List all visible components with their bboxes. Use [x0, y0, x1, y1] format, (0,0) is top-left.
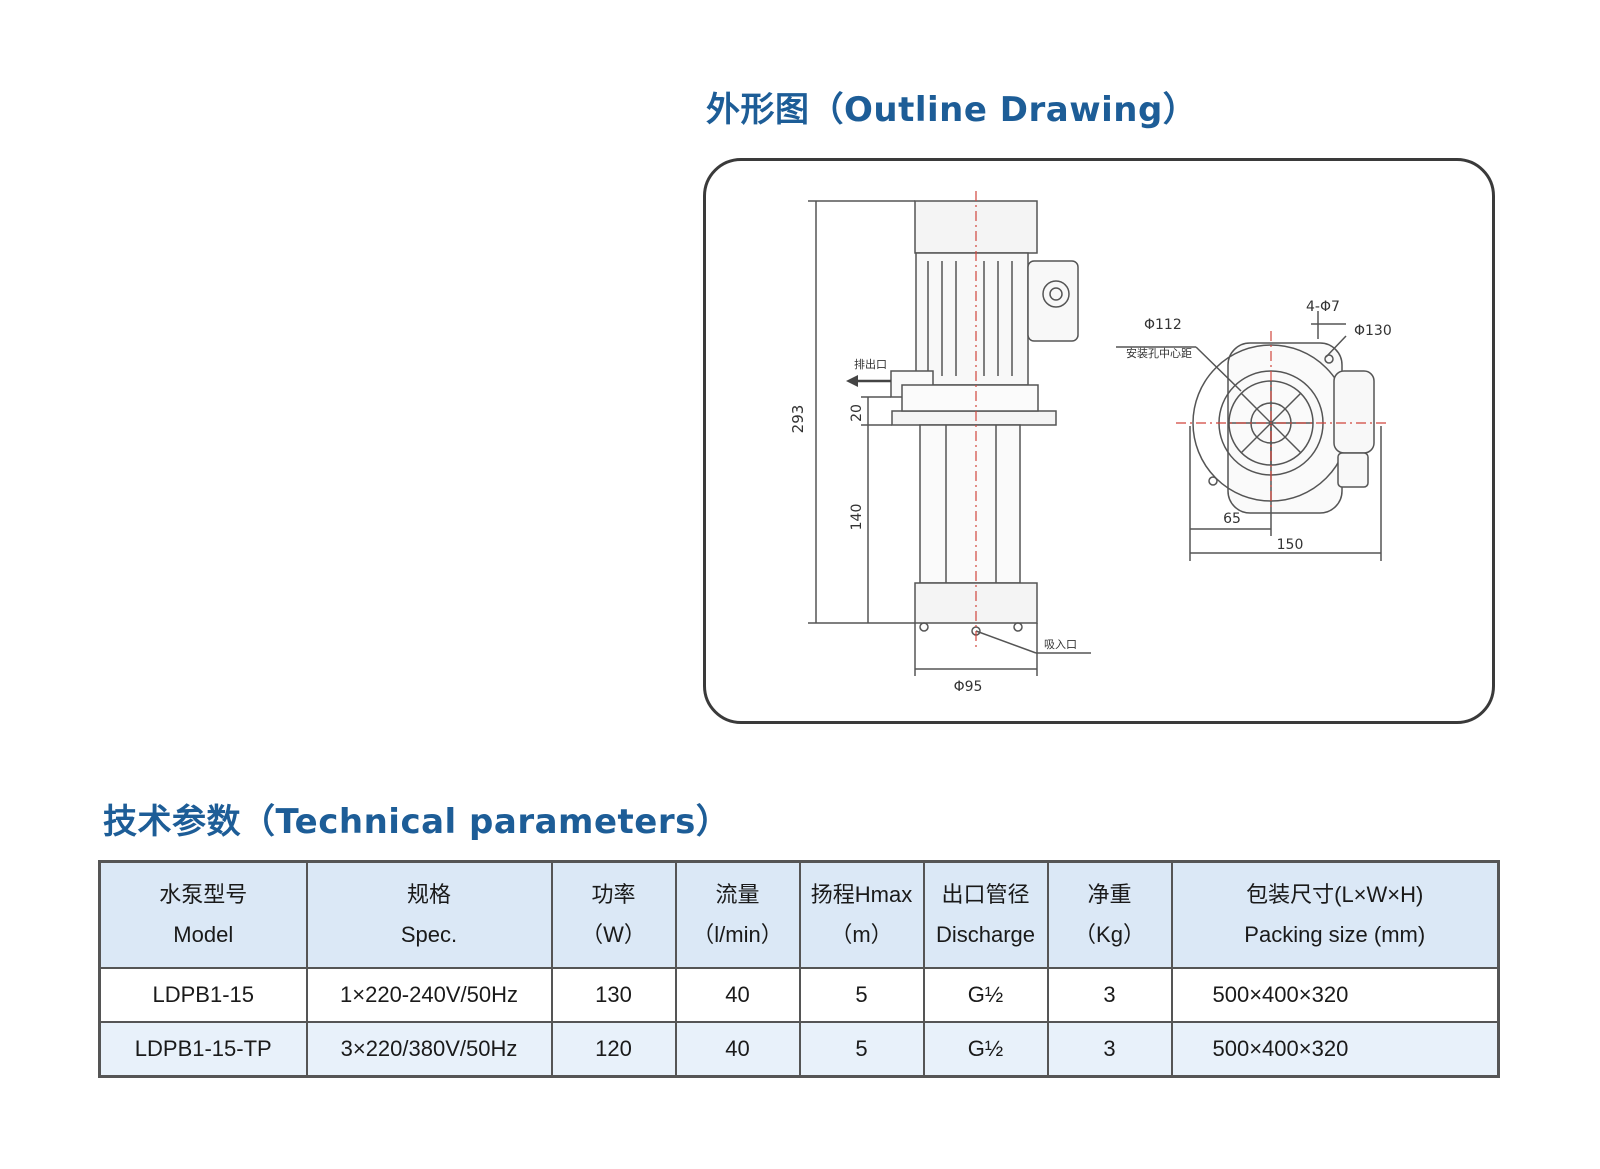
junction-box [1027, 260, 1079, 342]
table-row: LDPB1-15-TP 3×220/380V/50Hz 120 40 5 G½ … [98, 1021, 1500, 1078]
technical-parameters-title: 技术参数（Technical parameters） [103, 802, 731, 842]
motor-body [915, 252, 1029, 386]
dim-65-label: 65 [1223, 511, 1241, 527]
cell-discharge: G½ [922, 1021, 1049, 1078]
cell-head: 5 [798, 967, 925, 1023]
outline-drawing: 293 20 140 Φ95 排出口 吸入口 Φ112 安装孔中心距 4-Φ7 … [789, 191, 1392, 695]
header-weight: 净重（Kg） [1046, 860, 1173, 969]
outlet-label: 排出口 [854, 357, 887, 371]
cell-weight: 3 [1046, 1021, 1173, 1078]
header-head: 扬程Hmax（m） [798, 860, 925, 969]
cell-power: 130 [550, 967, 677, 1023]
cell-weight: 3 [1046, 967, 1173, 1023]
top-view-body [1227, 342, 1343, 514]
dim-4phi7-label: 4-Φ7 [1306, 299, 1340, 315]
cable-gland-icon [1042, 280, 1070, 308]
cell-spec: 3×220/380V/50Hz [305, 1021, 553, 1078]
cell-flow: 40 [674, 1021, 801, 1078]
outline-drawing-title: 外形图（Outline Drawing） [706, 90, 1198, 130]
table-row: LDPB1-15 1×220-240V/50Hz 130 40 5 G½ 3 5… [98, 967, 1500, 1023]
cell-power: 120 [550, 1021, 677, 1078]
mounting-flange [891, 410, 1057, 426]
dim-293-label: 293 [789, 405, 807, 434]
top-view-junction-box [1333, 370, 1375, 454]
dim-phi130-label: Φ130 [1354, 323, 1392, 339]
dim-140-label: 140 [849, 504, 865, 531]
cell-flow: 40 [674, 967, 801, 1023]
dim-20-label: 20 [849, 404, 865, 422]
cell-packing-size: 500×400×320 [1170, 967, 1500, 1023]
header-flow: 流量（l/min） [674, 860, 801, 969]
cell-head: 5 [798, 1021, 925, 1078]
outlet-arrow-icon [846, 375, 891, 387]
dim-150-label: 150 [1277, 537, 1304, 553]
cell-model: LDPB1-15 [98, 967, 308, 1023]
dim-phi95-label: Φ95 [954, 679, 983, 695]
dim-phi112-label: Φ112 [1144, 317, 1182, 333]
pump-column [919, 424, 1021, 584]
inlet-label: 吸入口 [1044, 638, 1077, 651]
header-power: 功率（W） [550, 860, 677, 969]
mount-hole-label: 安装孔中心距 [1126, 346, 1192, 360]
outline-drawing-frame: 293 20 140 Φ95 排出口 吸入口 Φ112 安装孔中心距 4-Φ7 … [703, 158, 1495, 724]
header-packing-size: 包装尺寸(L×W×H)Packing size (mm) [1170, 860, 1500, 969]
cell-discharge: G½ [922, 967, 1049, 1023]
cell-spec: 1×220-240V/50Hz [305, 967, 553, 1023]
cell-packing-size: 500×400×320 [1170, 1021, 1500, 1078]
cell-model: LDPB1-15-TP [98, 1021, 308, 1078]
